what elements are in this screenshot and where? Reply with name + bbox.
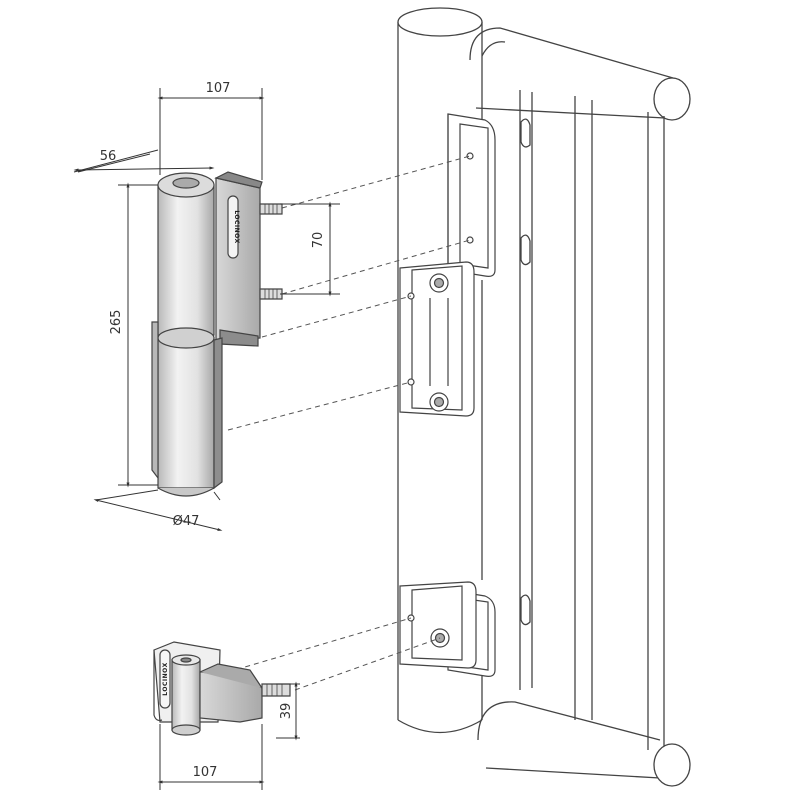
hinge-knuckle-lower — [171, 654, 201, 736]
alignment-lines — [227, 155, 471, 691]
brand-label-lower: LOCINOX — [162, 662, 169, 695]
lower-post-bracket — [399, 581, 477, 669]
frame-tab — [520, 234, 531, 266]
upper-hinge: LOCINOX — [151, 171, 283, 497]
dim-depth-top: 56 — [100, 149, 117, 164]
gate-top-tube — [469, 27, 691, 121]
gate-verticals — [519, 90, 665, 750]
bolt-head — [429, 392, 449, 412]
frame-tab — [520, 118, 531, 148]
round-post — [397, 7, 483, 734]
gate-bottom-tube — [477, 701, 691, 787]
threaded-bolt — [259, 203, 283, 215]
dim-height-bottom: 39 — [279, 703, 294, 720]
gate-assembly — [397, 7, 691, 787]
upper-post-bracket — [399, 261, 475, 417]
threaded-bolt — [261, 683, 291, 697]
dim-diameter: Ø47 — [173, 514, 200, 529]
hinge-cylinder-upper — [157, 172, 215, 336]
hinge-plate-upper: LOCINOX — [214, 171, 263, 347]
upper-gate-bracket — [447, 113, 496, 277]
dim-width-bottom: 107 — [193, 765, 218, 780]
dimension-lines — [73, 88, 340, 790]
dim-width-top: 107 — [206, 81, 231, 96]
lower-hinge: LOCINOX — [153, 641, 291, 736]
brand-label-upper: LOCINOX — [233, 210, 240, 243]
hinge-plate-lower — [199, 663, 263, 723]
frame-tab — [520, 594, 531, 626]
threaded-bolt — [259, 288, 283, 300]
bolt-head — [429, 273, 449, 293]
hinge-cylinder-lower — [151, 321, 223, 497]
dim-height: 265 — [109, 310, 124, 335]
dim-bolt-spacing: 70 — [311, 232, 326, 249]
